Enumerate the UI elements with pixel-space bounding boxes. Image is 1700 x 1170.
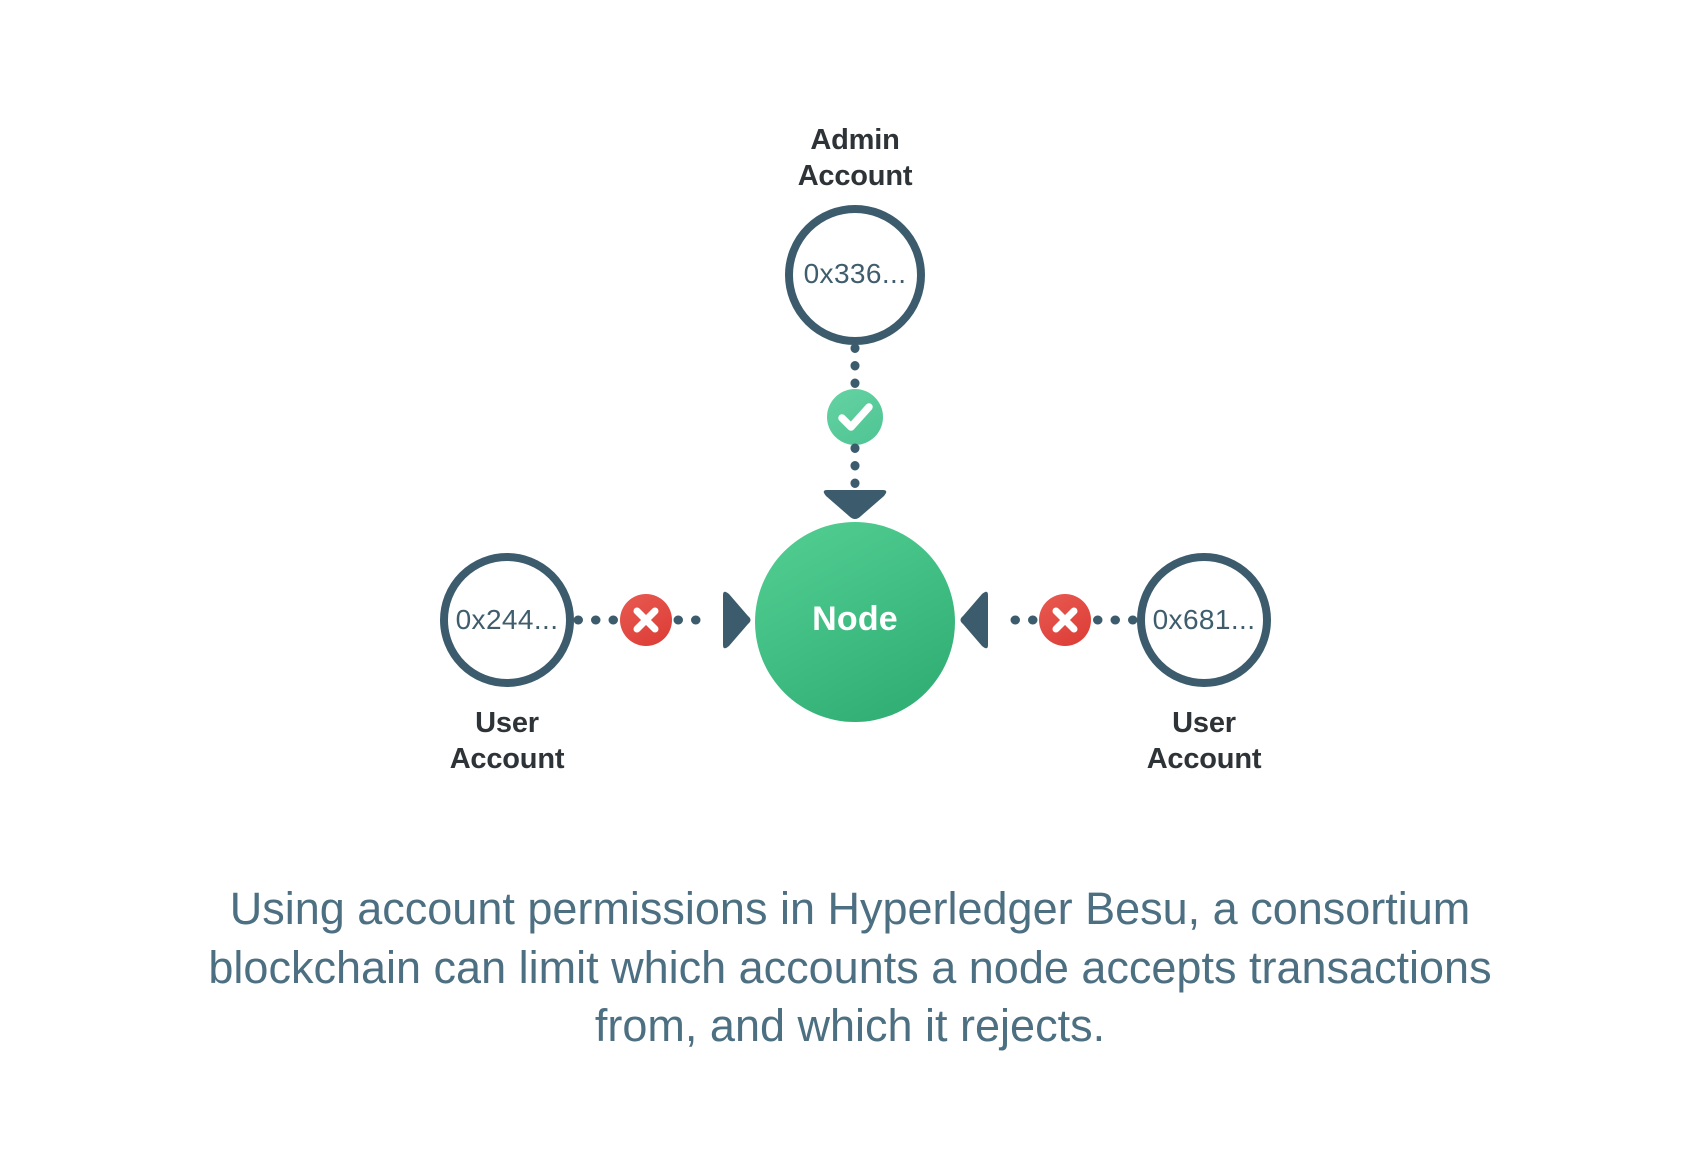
user-right-account-circle (1137, 553, 1271, 687)
user-right-account-address: 0x681... (1152, 604, 1256, 635)
cross-icon (1052, 607, 1078, 633)
arrowhead-left-icon (960, 591, 988, 649)
cross-icon (633, 607, 659, 633)
admin-account-label: Admin Account (797, 124, 913, 192)
arrowhead-down-icon (823, 490, 887, 519)
blockchain-node-circle (755, 522, 955, 722)
arrowhead-right-icon (723, 591, 751, 649)
rejected-cross-badge-right (1039, 594, 1091, 646)
user-right-account-label: User Account (1146, 707, 1262, 775)
user-left-account-address: 0x244... (455, 604, 559, 635)
allowed-check-badge (827, 389, 883, 445)
blockchain-node-label: Node (812, 600, 898, 638)
check-icon (838, 403, 873, 431)
admin-account-circle (785, 205, 925, 345)
diagram-caption: Using account permissions in Hyperledger… (208, 883, 1492, 1051)
user-left-account-label: User Account (449, 707, 565, 775)
user-left-account-circle (440, 553, 574, 687)
rejected-cross-badge-left (620, 594, 672, 646)
admin-account-address: 0x336... (803, 258, 907, 289)
